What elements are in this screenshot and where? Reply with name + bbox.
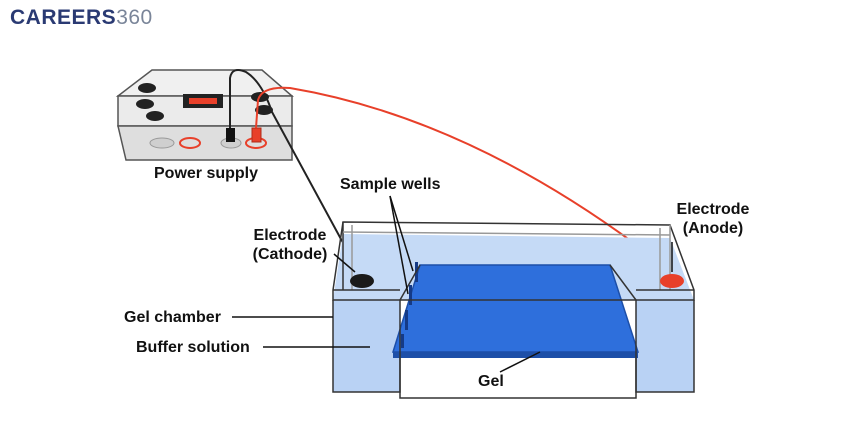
display-readout (189, 98, 217, 104)
cathode-electrode (350, 274, 374, 288)
power-supply-label: Power supply (154, 165, 259, 182)
left-buffer-well (333, 300, 400, 392)
knob-icon (146, 111, 164, 121)
knob-icon (136, 99, 154, 109)
buffer-solution-label: Buffer solution (136, 339, 250, 356)
socket-icon (149, 137, 175, 149)
red-wire (255, 86, 673, 273)
leader-lines (232, 195, 673, 373)
anode-label-line1: Electrode (676, 201, 750, 218)
sample-wells-leader (389, 195, 409, 295)
logo-brand: CAREERS (10, 6, 117, 29)
sample-wells-leader (389, 195, 414, 272)
black-wire (229, 69, 362, 277)
sample-well (409, 285, 412, 305)
sample-well (401, 334, 404, 348)
power-supply-unit (115, 69, 295, 161)
gel-chamber-label: Gel chamber (124, 309, 221, 326)
gel-label: Gel (478, 373, 504, 390)
knob-icon (255, 105, 273, 115)
gel-chamber-outline (332, 221, 695, 399)
anode-label-line2: (Anode) (682, 220, 744, 237)
cathode-leader (333, 253, 356, 273)
anode-electrode (660, 274, 684, 288)
gel-leader (499, 351, 541, 373)
knob-icon (138, 83, 156, 93)
cathode-label: Electrode (Cathode) (245, 226, 335, 264)
logo-number: 360 (116, 6, 153, 29)
careers360-logo: CAREERS360 (10, 6, 153, 30)
cathode-label-line2: (Cathode) (252, 246, 328, 263)
sample-wells-label: Sample wells (340, 176, 441, 193)
cathode-label-line1: Electrode (253, 227, 327, 244)
red-socket-icon (179, 137, 201, 149)
red-plug (251, 127, 262, 143)
sample-well (405, 310, 408, 330)
power-supply-front-panel (117, 125, 293, 161)
gel-slab (391, 264, 640, 353)
anode-label: Electrode (Anode) (668, 200, 758, 238)
black-plug (226, 128, 235, 142)
right-buffer-well (636, 300, 694, 392)
gel-front-edge (393, 352, 638, 358)
